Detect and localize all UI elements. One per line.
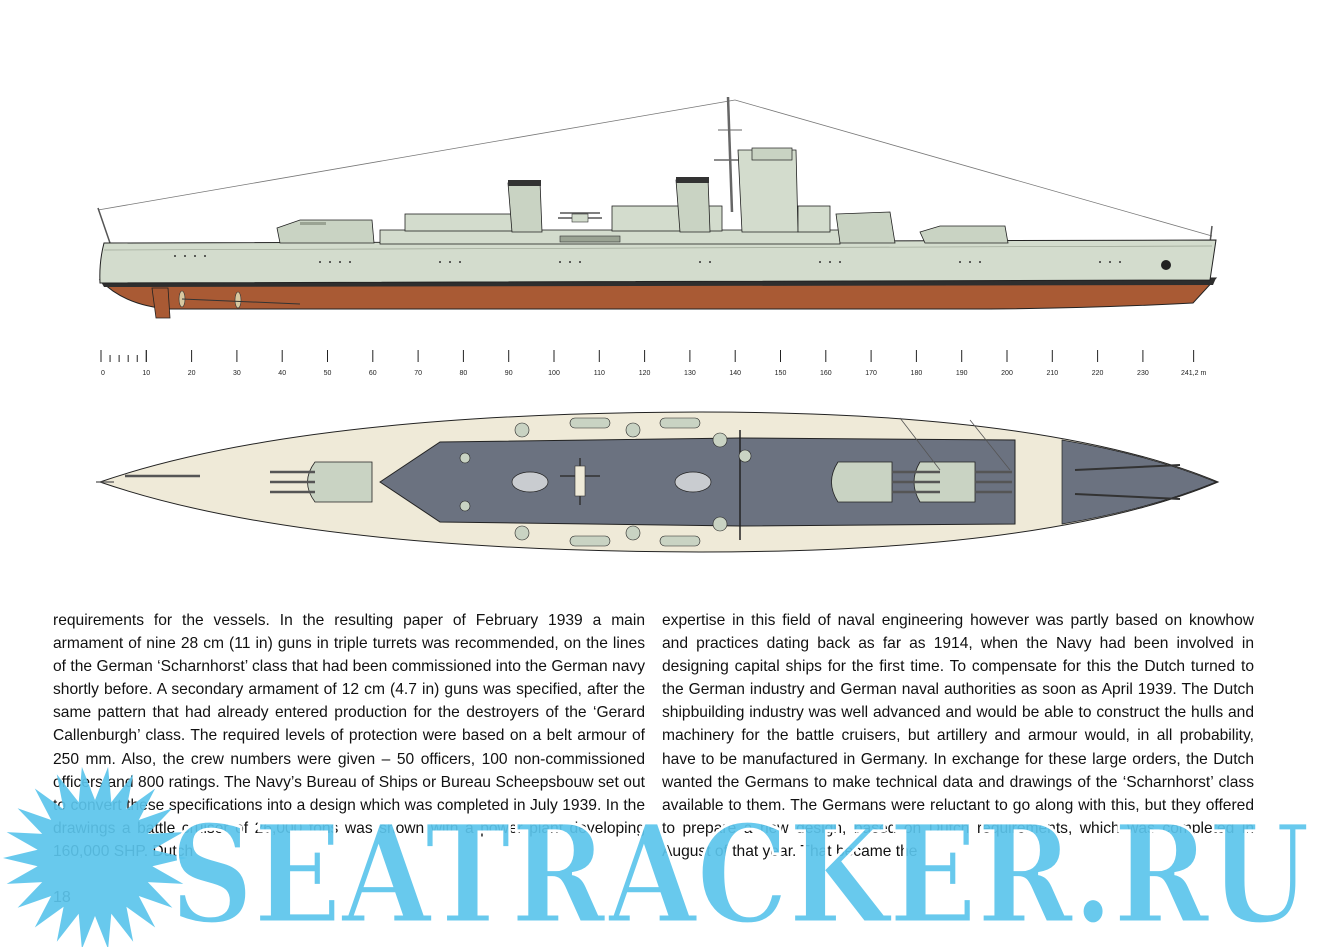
scale-label: 241,2 m xyxy=(1181,370,1206,377)
scale-label: 50 xyxy=(324,370,332,377)
scale-label: 30 xyxy=(233,370,241,377)
scale-label: 10 xyxy=(142,370,150,377)
scale-label: 0 xyxy=(101,370,105,377)
scale-label: 90 xyxy=(505,370,513,377)
scale-label: 70 xyxy=(414,370,422,377)
scale-bar xyxy=(100,350,1195,362)
side-profile-view xyxy=(97,96,1218,319)
scale-label: 120 xyxy=(639,370,651,377)
page-number: 18 xyxy=(53,889,71,906)
scale-label: 190 xyxy=(956,370,968,377)
scale-label: 230 xyxy=(1137,370,1149,377)
scale-label: 180 xyxy=(911,370,923,377)
scale-label: 210 xyxy=(1046,370,1058,377)
scale-label: 160 xyxy=(820,370,832,377)
scale-label: 100 xyxy=(548,370,560,377)
hull-side xyxy=(99,239,1217,284)
text-column-left: requirements for the vessels. In the res… xyxy=(53,609,645,863)
scale-label: 200 xyxy=(1001,370,1013,377)
scale-label: 220 xyxy=(1092,370,1104,377)
text-column-right: expertise in this field of naval enginee… xyxy=(662,609,1254,863)
scale-label: 60 xyxy=(369,370,377,377)
scale-label: 130 xyxy=(684,370,696,377)
scale-label: 80 xyxy=(460,370,468,377)
scale-label: 20 xyxy=(188,370,196,377)
scale-label: 170 xyxy=(865,370,877,377)
scale-label: 140 xyxy=(729,370,741,377)
body-paragraph-right: expertise in this field of naval enginee… xyxy=(662,612,1254,860)
scale-label: 110 xyxy=(594,370,605,377)
top-plan-view xyxy=(96,411,1220,553)
body-paragraph-left: requirements for the vessels. In the res… xyxy=(53,612,645,860)
scale-label: 40 xyxy=(278,370,286,377)
ship-illustration: 0 10 20 30 40 50 60 70 80 90 100 110 120 130 140 150 160… xyxy=(96,96,1220,553)
scale-label: 150 xyxy=(775,370,787,377)
